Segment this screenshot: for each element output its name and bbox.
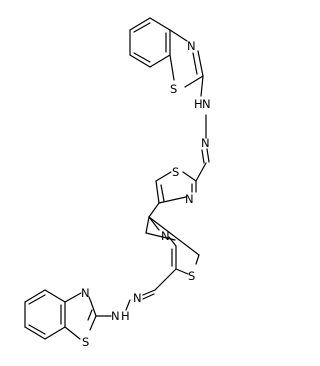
bond [87, 309, 93, 321]
bond [169, 29, 188, 42]
bond [44, 326, 66, 340]
bond [90, 301, 97, 317]
bond [149, 54, 171, 68]
bond [24, 289, 46, 303]
bond [129, 17, 151, 31]
bond [88, 296, 92, 303]
bond [44, 289, 66, 303]
bond [89, 315, 97, 331]
bond [148, 202, 160, 218]
atom-n-thiazole-bottom: N [161, 229, 170, 243]
atom-n-benzothiazole-top: N [187, 39, 196, 53]
atom-n-benzothiazole-bottom: N [81, 286, 90, 300]
bond [197, 50, 204, 77]
atom-s-thiazole-top: S [172, 165, 179, 179]
bond [195, 162, 207, 182]
bond [64, 292, 82, 303]
bond [125, 299, 131, 311]
atom-h-hydrazone-top: H [194, 97, 203, 111]
bond [64, 326, 81, 340]
bond [142, 289, 156, 296]
atom-n-imine-top: N [201, 136, 210, 150]
bond [169, 54, 175, 81]
bond [201, 149, 205, 164]
atom-n-imine-bottom: N [133, 291, 142, 305]
bottom-benzothiazole [24, 289, 97, 340]
bond [155, 171, 172, 182]
bond [192, 52, 198, 75]
bond [28, 324, 46, 335]
atom-n-hydrazone-top: N [202, 97, 211, 111]
bond [155, 180, 160, 204]
top-benzothiazole [129, 17, 210, 182]
bond [133, 22, 151, 33]
bond [148, 216, 160, 231]
bond [148, 216, 200, 256]
atom-s-benzothiazole-bottom: S [82, 335, 89, 349]
bond [195, 254, 200, 265]
molecule-canvas: N S H N N S N N S N N H N S [24, 17, 211, 349]
atom-h-hydrazone-bottom: H [121, 309, 130, 323]
bond [200, 75, 204, 97]
bond [129, 54, 151, 68]
upper-thiazole [148, 171, 197, 218]
bond [142, 293, 155, 300]
bond [28, 294, 46, 305]
bond [145, 216, 150, 234]
bond [158, 196, 187, 204]
atom-n-thiazole-top: N [185, 192, 194, 206]
lower-thiazole [95, 216, 200, 317]
bond [184, 75, 204, 88]
bond [182, 171, 197, 182]
structure-drawing: N S H N N S N N S N N H N S [24, 17, 211, 349]
bond [133, 52, 151, 63]
bond [160, 184, 165, 202]
atom-s-benzothiazole-top: S [170, 82, 177, 96]
bond [145, 232, 176, 241]
bond [206, 148, 210, 163]
bond [149, 17, 171, 31]
atom-n-hydrazone-bottom: N [111, 309, 120, 323]
bond [175, 268, 189, 275]
atom-s-thiazole-bottom: S [188, 269, 195, 283]
bond [24, 326, 46, 340]
bond [154, 268, 177, 291]
atom-labels: N S H N N S N N S N N H N S [81, 39, 211, 349]
